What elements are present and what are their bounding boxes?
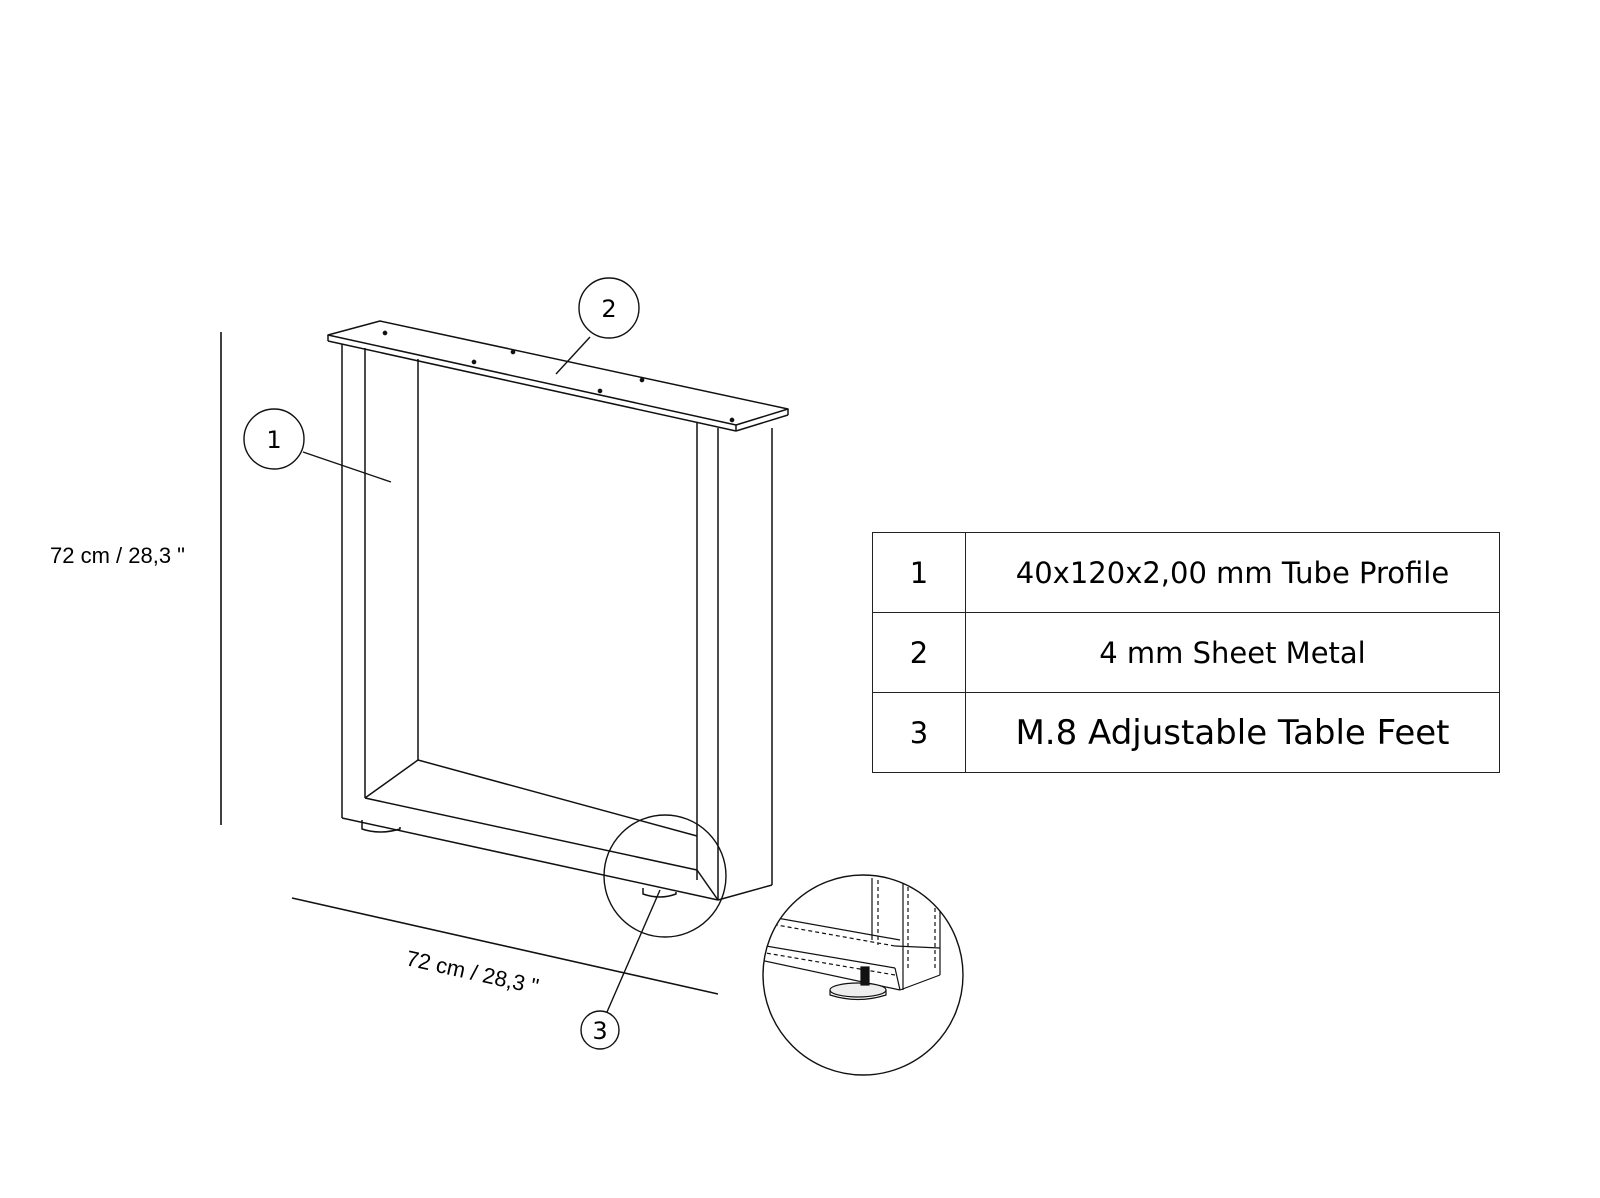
height-dimension-label: 72 cm / 28,3 " [50,543,185,568]
parts-list-table: 1 40x120x2,00 mm Tube Profile 2 4 mm She… [872,532,1500,773]
top-plate [327,320,789,426]
table-row: 2 4 mm Sheet Metal [872,612,1500,693]
foot-detail-view [762,874,964,1076]
part-number: 1 [872,532,966,613]
part-description: 4 mm Sheet Metal [965,612,1500,693]
svg-text:2: 2 [601,295,616,323]
width-dimension-label: 72 cm / 28,3 " [404,945,541,999]
table-row: 3 M.8 Adjustable Table Feet [872,692,1500,773]
left-foot [361,820,401,833]
table-row: 1 40x120x2,00 mm Tube Profile [872,532,1500,613]
part-description: M.8 Adjustable Table Feet [965,692,1500,773]
callout-2: 2 [555,277,640,375]
part-description: 40x120x2,00 mm Tube Profile [965,532,1500,613]
table-leg-frame [327,320,789,901]
callout-1: 1 [243,408,392,483]
svg-text:3: 3 [592,1017,607,1045]
svg-text:1: 1 [266,426,281,454]
right-foot [642,888,677,898]
part-number: 2 [872,612,966,693]
width-dimension-line [291,897,719,995]
part-number: 3 [872,692,966,773]
detail-highlight-circle [603,814,727,938]
callout-3: 3 [580,889,661,1050]
